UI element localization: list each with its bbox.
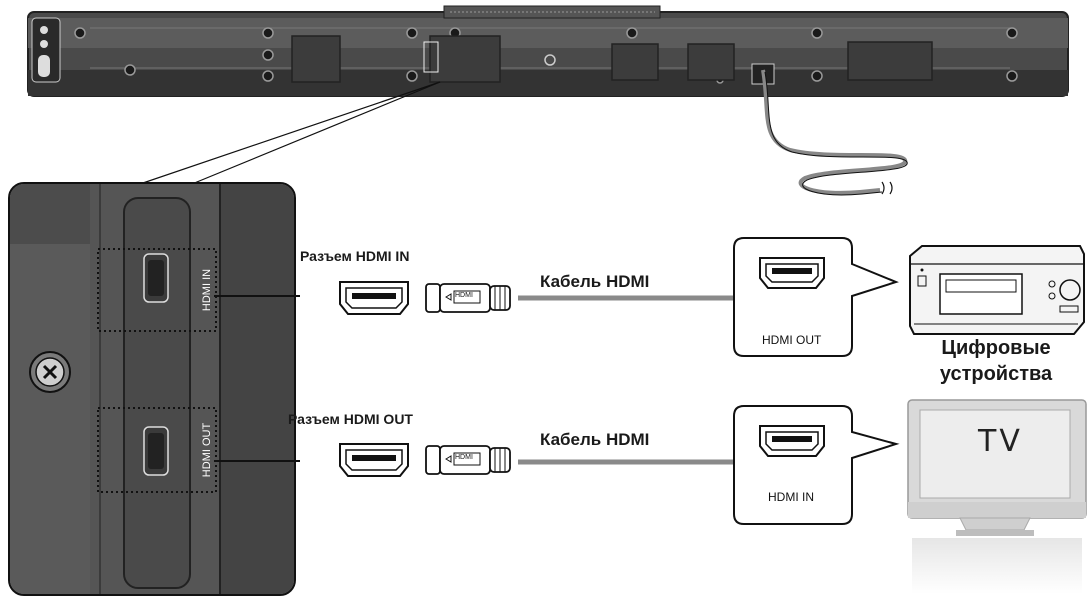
plug-brand-top: HDMI [455, 292, 473, 299]
hdmi-in-port-label: Разъем HDMI IN [300, 248, 410, 264]
digital-devices-label: Цифровые устройства [916, 335, 1076, 387]
tv-port-callout [733, 405, 900, 525]
hdmi-plug-icon [425, 445, 511, 475]
digital-devices-line2: устройства [939, 363, 1053, 385]
tv-screen-label: TV [978, 424, 1023, 459]
hdmi-in-connector-row [339, 281, 511, 315]
device-hdmi-out-label: HDMI OUT [762, 333, 822, 347]
digital-devices-line1: Цифровые [941, 337, 1051, 359]
hdmi-out-port-label: Разъем HDMI OUT [288, 411, 413, 427]
soundbar-back-illustration [27, 5, 1069, 196]
cable-label-top: Кабель HDMI [540, 272, 650, 291]
hdmi-plug-icon [425, 283, 511, 313]
hdmi-port-icon [339, 281, 409, 315]
plug-brand-bottom: HDMI [455, 454, 473, 461]
tv-icon [907, 399, 1087, 594]
panel-hdmi-in-label: HDMI IN [201, 268, 214, 312]
cable-label-bottom: Кабель HDMI [540, 430, 650, 449]
hdmi-port-icon [759, 425, 825, 457]
dvd-player-icon [909, 245, 1085, 335]
device-port-callout [733, 237, 899, 357]
zoom-panel-art [10, 184, 294, 594]
panel-hdmi-out-label: HDMI OUT [201, 422, 214, 478]
hdmi-out-connector-row [339, 443, 511, 477]
hdmi-port-icon [339, 443, 409, 477]
zoom-panel: HDMI IN HDMI OUT [8, 182, 296, 596]
tv-hdmi-in-label: HDMI IN [768, 490, 814, 504]
hdmi-port-icon [759, 257, 825, 289]
